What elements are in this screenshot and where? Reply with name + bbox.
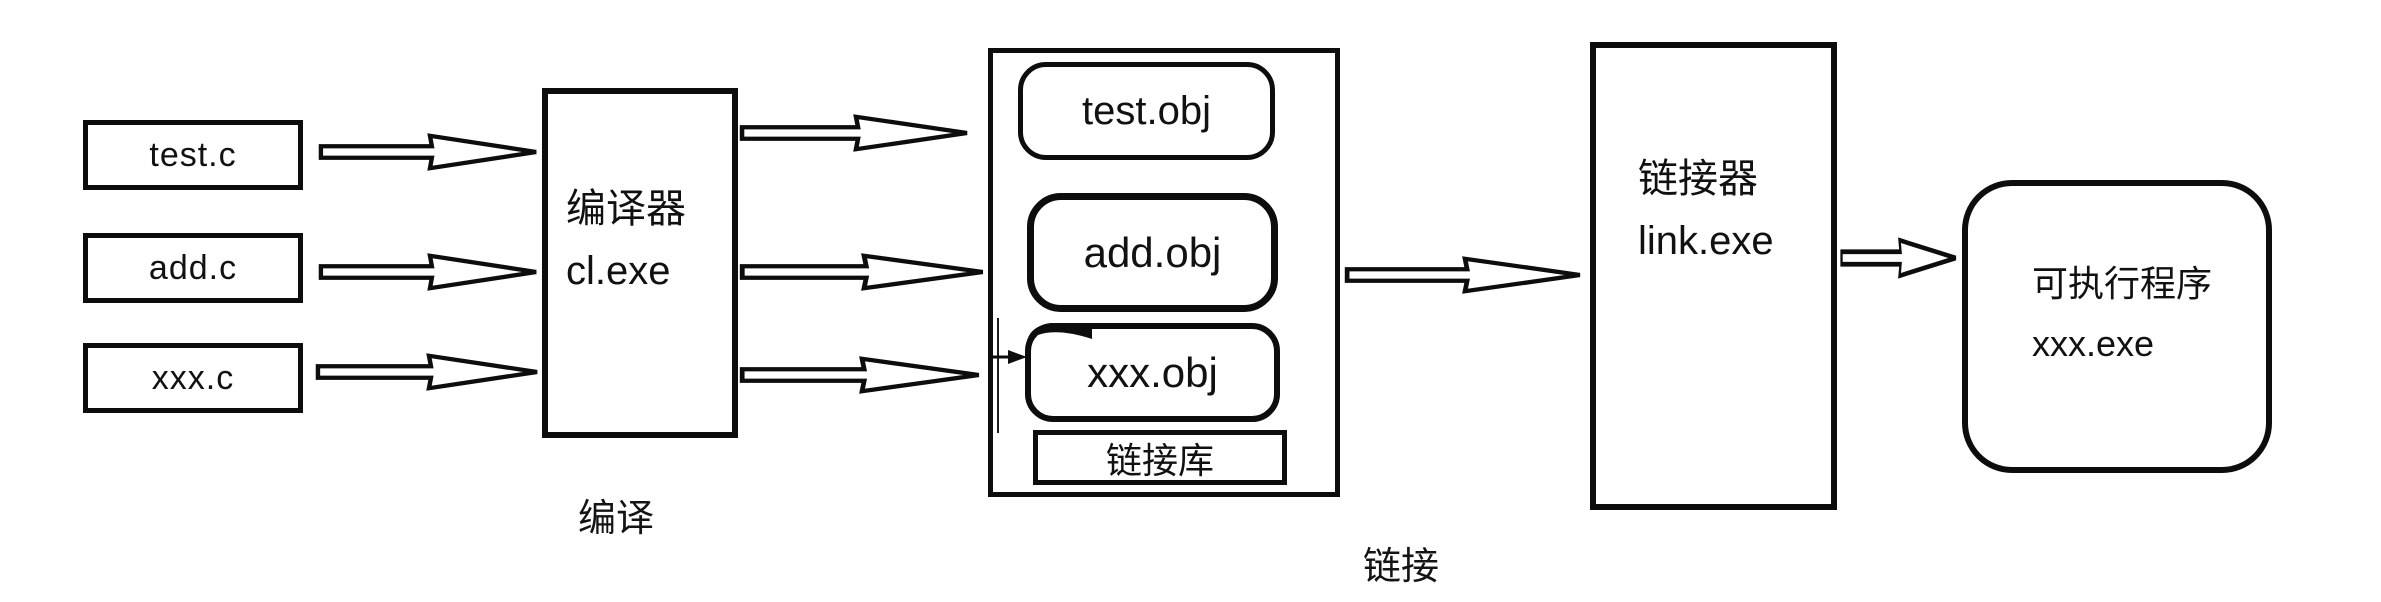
arrow-linker-to-executable-icon bbox=[1840, 237, 1957, 279]
source-label-test-c: test.c bbox=[149, 135, 237, 174]
source-label-add-c: add.c bbox=[148, 248, 238, 287]
object-pill-test-obj: test.obj bbox=[1018, 62, 1275, 160]
arrow-compiler-to-xxx-obj-icon bbox=[739, 356, 980, 394]
executable-box: 可执行程序 xxx.exe bbox=[1962, 180, 2272, 473]
object-label-test-obj: test.obj bbox=[1082, 88, 1211, 133]
small-arrow-into-xxx-obj-icon bbox=[988, 350, 1027, 364]
stage-label-link: 链接 bbox=[1363, 546, 1440, 588]
arrow-compiler-to-test-obj-icon bbox=[739, 114, 968, 152]
source-box-add-c: add.c bbox=[83, 233, 303, 303]
source-box-test-c: test.c bbox=[83, 120, 303, 190]
compiler-box: 编译器 cl.exe bbox=[542, 88, 738, 438]
object-label-xxx-obj: xxx.obj bbox=[1087, 348, 1218, 396]
stray-stroke bbox=[997, 318, 999, 433]
link-library-box: 链接库 bbox=[1033, 430, 1287, 485]
compiler-title: 编译器 bbox=[566, 187, 686, 231]
linker-box: 链接器 link.exe bbox=[1590, 42, 1837, 510]
executable-title: 可执行程序 bbox=[2032, 263, 2213, 304]
compiler-subtitle: cl.exe bbox=[566, 249, 671, 293]
linker-subtitle: link.exe bbox=[1638, 219, 1774, 263]
object-label-add-obj: add.obj bbox=[1083, 228, 1222, 276]
linker-title: 链接器 bbox=[1638, 157, 1758, 201]
link-library-label: 链接库 bbox=[1105, 439, 1214, 481]
arrow-xxx-c-to-compiler-icon bbox=[315, 353, 538, 391]
ink-smudge-icon bbox=[1026, 323, 1092, 349]
source-label-xxx-c: xxx.c bbox=[151, 358, 235, 397]
arrow-add-c-to-compiler-icon bbox=[318, 253, 537, 291]
object-pill-xxx-obj: xxx.obj bbox=[1025, 323, 1280, 422]
arrow-compiler-to-add-obj-icon bbox=[739, 253, 984, 291]
stage-label-compile: 编译 bbox=[578, 498, 655, 540]
source-box-xxx-c: xxx.c bbox=[83, 343, 303, 413]
arrow-test-c-to-compiler-icon bbox=[318, 133, 537, 171]
executable-subtitle: xxx.exe bbox=[2032, 323, 2155, 364]
arrow-objects-to-linker-icon bbox=[1344, 256, 1581, 294]
object-pill-add-obj: add.obj bbox=[1027, 193, 1278, 312]
